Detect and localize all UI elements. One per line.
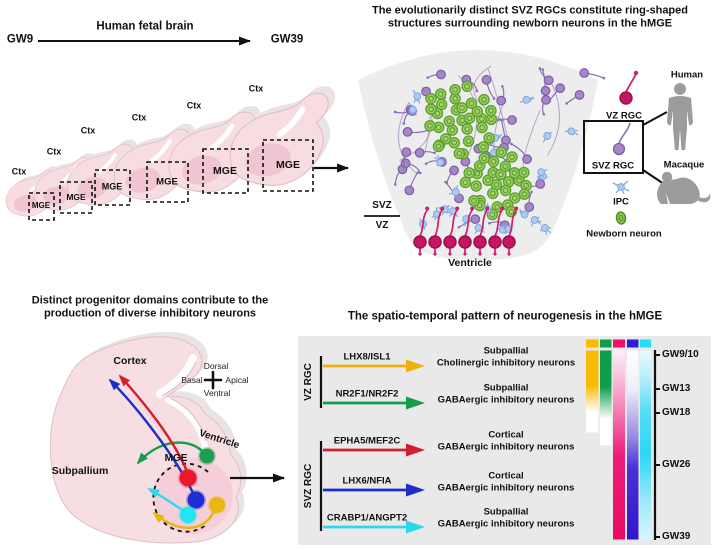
ipc-legend-icon (612, 180, 630, 195)
panel-title-bottom-right: The spatio-temporal pattern of neurogene… (347, 310, 663, 323)
legend-ipc-label: IPC (613, 196, 629, 208)
target-label: GABAergic inhibitory neurons (437, 394, 575, 406)
svz-rgc-legend-icon (612, 122, 631, 156)
mge-dashed-boxes (28, 139, 314, 221)
subpallium-label: Subpallium (51, 464, 109, 477)
red-migration-arrow (118, 374, 190, 475)
panel-title-bottom-left-line1: Distinct progenitor domains contribute t… (31, 294, 269, 307)
newborn-neuron-legend-icon (615, 211, 627, 225)
ctx-label: Ctx (248, 83, 264, 94)
gene-label: CRABP1/ANGPT2 (326, 512, 408, 524)
panel-title-top-right-line1: The evolutionarily distinct SVZ RGCs con… (372, 4, 688, 17)
ctx-label: Ctx (186, 100, 202, 111)
target-label: Subpallial (483, 506, 529, 518)
gw-tick-label: GW9/10 (662, 349, 699, 360)
green-migration-arrow (136, 441, 204, 465)
human-label: Human (670, 69, 704, 81)
yellow-migration-arrow (152, 510, 216, 529)
mge-box-label: MGE (31, 201, 51, 210)
vz-rgc-legend-icon (619, 70, 639, 105)
mge-tissue-funnel (358, 50, 598, 260)
panel-title-bottom-left-line2: production of diverse inhibitory neurons (43, 307, 257, 320)
gene-label: LHX6/NFIA (342, 475, 392, 487)
timeline-title: Human fetal brain (96, 20, 194, 33)
mge-box-label: MGE (156, 176, 178, 188)
macaque-icon (657, 171, 711, 204)
gestational-week-axis (653, 350, 660, 540)
target-label: GABAergic inhibitory neurons (437, 518, 575, 530)
gene-label: NR2F1/NR2F2 (335, 388, 399, 400)
svz-rgc-group-label: SVZ RGC (303, 463, 314, 509)
gw-tick-label: GW26 (662, 459, 691, 470)
macaque-label: Macaque (663, 159, 705, 171)
target-label: GABAergic inhibitory neurons (437, 441, 575, 453)
gw-end-label: GW39 (270, 33, 304, 46)
gw-start-label: GW9 (6, 33, 34, 46)
temporal-expression-bars (586, 339, 651, 540)
mge-domain-label: MGE (164, 453, 188, 464)
target-label: Cortical (488, 429, 524, 441)
cortex-label: Cortex (113, 354, 147, 367)
human-icon (667, 83, 693, 150)
compass-cross-icon (203, 370, 223, 390)
gw-tick-label: GW13 (662, 383, 691, 394)
gene-label: LHX8/ISL1 (343, 351, 391, 363)
gw-tick-label: GW39 (662, 531, 691, 542)
compass-apical: Apical (225, 374, 249, 385)
compass-basal: Basal (181, 374, 203, 385)
gw-tick-label: GW18 (662, 407, 691, 418)
svz-rgc-highlight-box (583, 120, 644, 174)
compass-ventral: Ventral (203, 387, 231, 398)
mge-box-label: MGE (66, 191, 86, 202)
ctx-label: Ctx (46, 146, 62, 157)
target-label: Cholinergic inhibitory neurons (436, 357, 576, 369)
cell-population (393, 65, 606, 235)
cyan-migration-arrow (147, 487, 185, 513)
legend-svz-rgc-label: SVZ RGC (591, 160, 635, 172)
ctx-label: Ctx (11, 166, 27, 177)
vz-rgc-row (413, 206, 519, 256)
target-label: Subpallial (483, 382, 529, 394)
target-label: GABAergic inhibitory neurons (437, 482, 575, 494)
target-label: Cortical (488, 470, 524, 482)
target-label: Subpallial (483, 345, 529, 357)
mge-box-label: MGE (213, 164, 237, 177)
vz-zone-label: VZ (375, 220, 389, 231)
legend-vz-rgc-label: VZ RGC (606, 110, 642, 122)
panel-title-top-right-line2: structures surrounding newborn neurons i… (387, 17, 673, 30)
mge-box-label: MGE (276, 158, 300, 171)
gene-program-arrows (323, 359, 425, 534)
svz-zone-label: SVZ (372, 200, 392, 211)
compass-dorsal: Dorsal (203, 360, 229, 371)
vz-rgc-group-label: VZ RGC (303, 363, 314, 401)
ventricle-label-top: Ventricle (448, 256, 492, 269)
mge-box-label: MGE (101, 181, 123, 192)
ctx-label: Ctx (131, 112, 147, 123)
gene-label: EPHA5/MEF2C (333, 435, 401, 447)
legend-newborn-label: Newborn neuron (586, 228, 662, 240)
box-to-human-line (642, 111, 668, 126)
ctx-label: Ctx (80, 125, 96, 136)
progenitor-domain-dots (178, 447, 227, 525)
